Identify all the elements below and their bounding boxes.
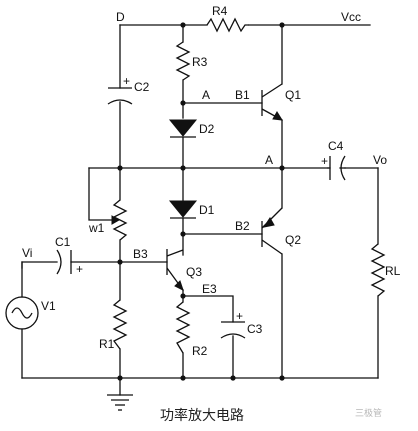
junction-dot [117, 259, 123, 265]
junction-dot [230, 375, 236, 381]
label-vo: Vo [373, 153, 387, 167]
transistor-q2 [261, 207, 283, 255]
label-r2: R2 [192, 344, 208, 358]
sine-wave-icon [11, 307, 33, 319]
wires [21, 24, 379, 396]
label-w1: w1 [88, 221, 105, 235]
label-plus-c4: + [321, 154, 328, 168]
transistor-q3 [166, 249, 184, 291]
label-b1: B1 [235, 88, 250, 102]
junction-dot [180, 231, 186, 237]
capacitor-c2 [107, 87, 133, 105]
label-q2: Q2 [285, 233, 301, 247]
label-q1: Q1 [285, 88, 301, 102]
label-c1: C1 [55, 235, 71, 249]
label-e3: E3 [202, 282, 217, 296]
diode-d1 [168, 200, 198, 219]
wire-e3-c3 [182, 295, 234, 323]
capacitor-c1 [56, 249, 72, 275]
junctions [117, 22, 285, 381]
label-plus-c3: + [236, 309, 243, 323]
resistor-rl [370, 243, 386, 297]
junction-dot [279, 375, 285, 381]
label-vcc: Vcc [341, 10, 361, 24]
watermark: 三极管 [355, 407, 382, 419]
junction-dot [180, 293, 186, 299]
resistor-r4 [206, 17, 249, 33]
junction-dot [180, 22, 186, 28]
transistor-q1 [261, 83, 283, 121]
junction-dot [117, 165, 123, 171]
junction-dot [180, 165, 186, 171]
ground-icon [107, 394, 133, 411]
junction-dot [180, 100, 186, 106]
label-q3: Q3 [186, 265, 202, 279]
label-d1: D1 [199, 203, 215, 217]
label-d2: D2 [199, 122, 215, 136]
label-r1: R1 [99, 337, 115, 351]
label-vi: Vi [22, 246, 32, 260]
label-b2: B2 [235, 219, 250, 233]
label-rl: RL [385, 264, 401, 278]
emitter-arrow-icon [272, 111, 283, 121]
resistor-r2 [175, 301, 191, 354]
emitter-arrow-icon [174, 280, 184, 291]
wire-vi [21, 261, 58, 269]
ac-source-v1 [5, 296, 39, 330]
wiper-arrow-icon [111, 215, 121, 225]
junction-dot [180, 375, 186, 381]
label-plus-c2: + [123, 74, 130, 88]
label-plus-c1: + [76, 262, 83, 276]
label-r3: R3 [192, 55, 208, 69]
label-b3: B3 [133, 247, 148, 261]
resistor-r1 [112, 299, 128, 350]
label-c2: C2 [134, 80, 150, 94]
label-a-top: A [202, 88, 210, 102]
junction-dot [117, 375, 123, 381]
label-c4: C4 [328, 139, 344, 153]
junction-dot [279, 22, 285, 28]
junction-dot [279, 165, 285, 171]
label-d: D [116, 10, 125, 24]
label-c3: C3 [247, 322, 263, 336]
resistor-r3 [175, 41, 191, 81]
label-a-mid: A [265, 153, 273, 167]
diode-d2 [168, 119, 198, 138]
capacitor-c4 [327, 155, 346, 181]
wire-w1-wiper [88, 167, 113, 221]
diagram-caption: 功率放大电路 [160, 407, 244, 424]
labels: D R4 Vcc R3 + C2 A B1 Q1 D2 C4 + A Vo D1… [22, 4, 401, 358]
label-v1: V1 [41, 299, 56, 313]
capacitor-c3 [220, 321, 246, 339]
label-r4: R4 [212, 4, 228, 18]
emitter-arrow-icon [262, 217, 275, 228]
